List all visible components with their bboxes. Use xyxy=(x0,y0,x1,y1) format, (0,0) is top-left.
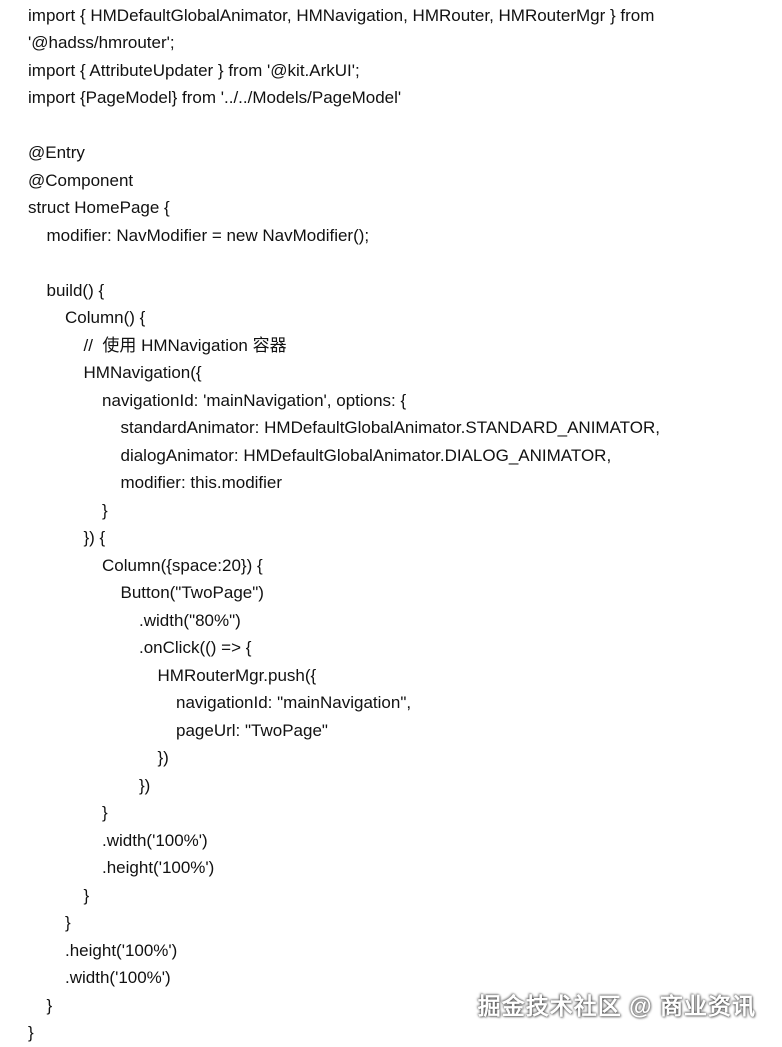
code-line: } xyxy=(28,1023,34,1042)
code-line: modifier: this.modifier xyxy=(120,473,283,492)
code-line: }) xyxy=(157,748,169,767)
code-line: } xyxy=(102,803,108,822)
code-line: navigationId: 'mainNavigation', options:… xyxy=(102,390,407,410)
code-line: standardAnimator: HMDefaultGlobalAnimato… xyxy=(120,418,660,437)
watermark-text: 掘金技术社区 @ 商业资讯 xyxy=(477,993,756,1019)
code-line: @Component xyxy=(28,170,134,190)
code-line: } xyxy=(65,913,71,932)
code-line: .height('100%') xyxy=(65,940,178,960)
code-line: .width("80%") xyxy=(139,610,241,630)
code-line: HMRouterMgr.push({ xyxy=(157,665,317,685)
code-line: dialogAnimator: HMDefaultGlobalAnimator.… xyxy=(120,445,612,465)
code-line: struct HomePage { xyxy=(28,198,170,217)
code-line: @Entry xyxy=(28,143,85,162)
code-line: }) xyxy=(139,775,151,795)
code-line: .onClick(() => { xyxy=(139,638,252,657)
code-line: build() { xyxy=(46,280,105,300)
code-line: HMNavigation({ xyxy=(83,363,202,382)
code-line: pageUrl: "TwoPage" xyxy=(176,720,328,740)
code-line: Column({space:20}) { xyxy=(102,555,263,575)
code-line: } xyxy=(83,885,90,905)
code-line: Button("TwoPage") xyxy=(120,583,264,602)
code-listing: import { HMDefaultGlobalAnimator, HMNavi… xyxy=(28,0,778,1046)
code-line: import { HMDefaultGlobalAnimator, HMNavi… xyxy=(28,5,655,25)
code-line: Column() { xyxy=(65,308,146,327)
code-line: // 使用 HMNavigation 容器 xyxy=(83,335,287,355)
code-line: }) { xyxy=(83,528,106,547)
code-line: .height('100%') xyxy=(102,858,215,877)
code-line: .width('100%') xyxy=(65,968,171,987)
code-line: .width('100%') xyxy=(102,830,208,850)
code-line: '@hadss/hmrouter'; xyxy=(28,33,175,52)
code-line: navigationId: "mainNavigation", xyxy=(176,693,412,712)
code-line: modifier: NavModifier = new NavModifier(… xyxy=(46,225,370,245)
code-line: } xyxy=(102,500,108,520)
code-line: import { AttributeUpdater } from '@kit.A… xyxy=(28,60,360,80)
code-line: } xyxy=(46,995,53,1015)
code-line: import {PageModel} from '../../Models/Pa… xyxy=(28,88,402,107)
